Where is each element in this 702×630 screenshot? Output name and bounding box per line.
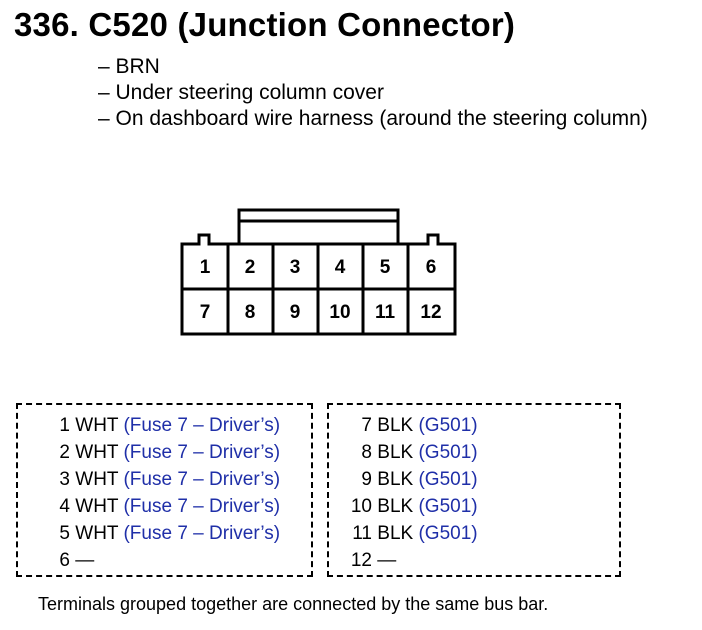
note-harness: – On dashboard wire harness (around the …	[98, 107, 648, 130]
wire-color: WHT	[75, 523, 119, 544]
pin-label-5: 5	[380, 257, 391, 278]
wire-color: WHT	[75, 469, 119, 490]
terminal-group-fuse: 1 WHT (Fuse 7 – Driver’s) 2 WHT (Fuse 7 …	[16, 403, 313, 577]
terminal-row: 11 BLK (G501)	[344, 520, 619, 547]
wire-color: BLK	[377, 415, 414, 436]
cavity-separators	[226, 244, 410, 334]
wire-color: WHT	[75, 496, 119, 517]
pin-label-9: 9	[290, 302, 301, 323]
wire-color: BLK	[377, 496, 414, 517]
connector-face-diagram: 1 2 3 4 5 6 7 8 9 10 11 12	[180, 208, 457, 336]
wire-color: BLK	[377, 469, 414, 490]
pin-label-8: 8	[245, 302, 256, 323]
connector-housing	[180, 208, 457, 336]
circuit-reference: (G501)	[418, 496, 478, 517]
pin-label-1: 1	[200, 257, 211, 278]
terminal-number: 9	[361, 469, 372, 490]
circuit-reference: (G501)	[418, 469, 478, 490]
wire-color: BLK	[377, 442, 414, 463]
connector-notes: – BRN – Under steering column cover – On…	[98, 54, 648, 132]
circuit-reference: (Fuse 7 – Driver’s)	[123, 415, 281, 436]
terminal-number: 12	[350, 550, 372, 571]
circuit-reference: (Fuse 7 – Driver’s)	[123, 523, 281, 544]
pin-label-4: 4	[335, 257, 346, 278]
pin-label-3: 3	[290, 257, 301, 278]
pin-label-12: 12	[420, 302, 441, 323]
terminal-row: 6 —	[44, 547, 311, 574]
terminal-row: 12 —	[344, 547, 619, 574]
connector-latch	[237, 208, 400, 244]
terminal-number: 7	[361, 415, 372, 436]
wire-color: WHT	[75, 415, 119, 436]
terminal-row: 3 WHT (Fuse 7 – Driver’s)	[44, 466, 311, 493]
terminal-row: 4 WHT (Fuse 7 – Driver’s)	[44, 493, 311, 520]
circuit-reference: (Fuse 7 – Driver’s)	[123, 496, 281, 517]
terminal-number: 2	[59, 442, 70, 463]
pin-label-11: 11	[375, 302, 396, 323]
terminal-row: 2 WHT (Fuse 7 – Driver’s)	[44, 439, 311, 466]
terminal-number: 3	[59, 469, 70, 490]
circuit-reference: (Fuse 7 – Driver’s)	[123, 442, 281, 463]
circuit-reference: (Fuse 7 – Driver’s)	[123, 469, 281, 490]
wire-color: WHT	[75, 442, 119, 463]
connector-outline	[180, 233, 457, 336]
circuit-reference: (G501)	[418, 442, 478, 463]
terminal-number: 6	[59, 550, 70, 571]
terminal-number: 10	[350, 496, 372, 517]
wire-color: BLK	[377, 523, 414, 544]
circuit-reference: (G501)	[418, 415, 478, 436]
terminal-number: 4	[59, 496, 70, 517]
terminal-group-ground: 7 BLK (G501) 8 BLK (G501) 9 BLK (G501) 1…	[327, 403, 621, 577]
note-color: – BRN	[98, 55, 160, 78]
terminal-number: 5	[59, 523, 70, 544]
pin-label-6: 6	[426, 257, 437, 278]
pin-label-7: 7	[200, 302, 211, 323]
note-location: – Under steering column cover	[98, 81, 384, 104]
terminal-row: 1 WHT (Fuse 7 – Driver’s)	[44, 412, 311, 439]
terminal-row: 8 BLK (G501)	[344, 439, 619, 466]
pin-label-2: 2	[245, 257, 256, 278]
wire-color: —	[377, 550, 397, 571]
bus-bar-note: Terminals grouped together are connected…	[38, 594, 549, 614]
terminal-row: 9 BLK (G501)	[344, 466, 619, 493]
terminal-number: 11	[352, 523, 372, 544]
page-title: 336. C520 (Junction Connector)	[14, 6, 516, 43]
wire-color: —	[75, 550, 95, 571]
terminal-row: 7 BLK (G501)	[344, 412, 619, 439]
terminal-number: 1	[59, 415, 70, 436]
terminal-row: 5 WHT (Fuse 7 – Driver’s)	[44, 520, 311, 547]
terminal-row: 10 BLK (G501)	[344, 493, 619, 520]
circuit-reference: (G501)	[418, 523, 478, 544]
pin-label-10: 10	[329, 302, 350, 323]
terminal-number: 8	[361, 442, 372, 463]
